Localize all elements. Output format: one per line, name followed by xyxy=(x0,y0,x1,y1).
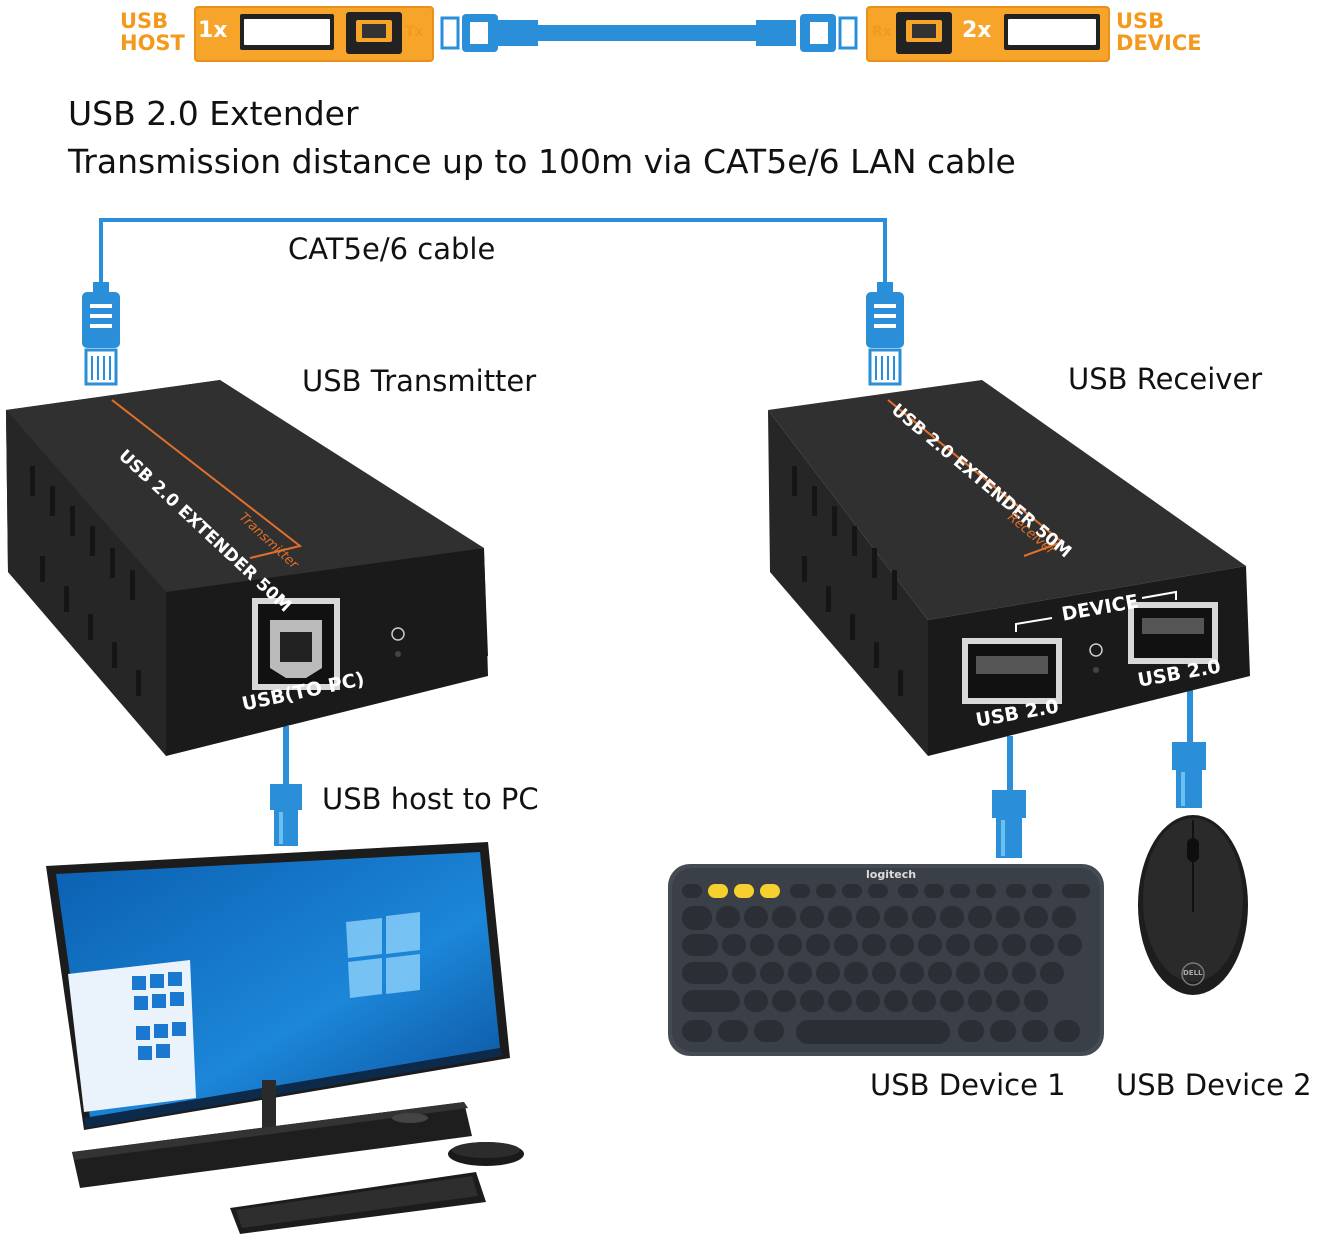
keyboard-key xyxy=(1054,1020,1080,1042)
rj45-plug-icon xyxy=(82,282,120,386)
mouse-brand: DELL xyxy=(1183,969,1203,977)
keyboard-key xyxy=(918,934,942,956)
keyboard-key xyxy=(984,962,1008,984)
keyboard-key xyxy=(682,906,712,928)
keyboard-key xyxy=(940,990,964,1012)
usb-host-cable xyxy=(270,726,302,846)
keyboard-key xyxy=(912,906,936,928)
keyboard-key xyxy=(722,934,746,956)
keyboard-key xyxy=(856,990,880,1012)
keyboard-key xyxy=(682,1020,712,1042)
keyboard-key xyxy=(844,962,868,984)
keyboard-brand: logitech xyxy=(866,868,917,881)
tx-count: 1x xyxy=(198,18,228,43)
receiver-box-illustration xyxy=(768,380,1250,756)
keyboard-key xyxy=(968,990,992,1012)
keyboard-key xyxy=(744,990,768,1012)
keyboard-key xyxy=(862,934,886,956)
keyboard-key xyxy=(682,962,728,984)
keyboard-key xyxy=(900,962,924,984)
keyboard-key xyxy=(940,906,964,928)
keyboard-key xyxy=(682,990,740,1012)
keyboard-key xyxy=(744,906,768,928)
keyboard-illustration xyxy=(668,864,1104,1056)
rj45-port-icon xyxy=(346,12,402,54)
keyboard-key xyxy=(1024,990,1048,1012)
keyboard-key xyxy=(772,990,796,1012)
heading-subtitle: Transmission distance up to 100m via CAT… xyxy=(68,142,1016,181)
usb-a-port-icon xyxy=(240,14,334,50)
mouse-illustration xyxy=(1138,815,1248,995)
host-to-pc-label: USB host to PC xyxy=(322,782,539,816)
heading-title: USB 2.0 Extender xyxy=(68,94,359,133)
keyboard-key xyxy=(890,934,914,956)
keyboard-key xyxy=(1040,962,1064,984)
keyboard-key xyxy=(828,906,852,928)
keyboard-key xyxy=(884,990,908,1012)
cable-label: CAT5e/6 cable xyxy=(288,232,496,266)
keyboard-key xyxy=(778,934,802,956)
keyboard-key xyxy=(872,962,896,984)
keyboard-key xyxy=(754,1020,784,1042)
keyboard-key xyxy=(732,962,756,984)
keyboard-key xyxy=(788,962,812,984)
keyboard-key xyxy=(1024,906,1048,928)
keyboard-key xyxy=(682,934,718,956)
keyboard-key xyxy=(800,906,824,928)
transmitter-box-illustration xyxy=(6,380,488,756)
keyboard-key xyxy=(800,990,824,1012)
keyboard-key xyxy=(974,934,998,956)
keyboard-key xyxy=(884,906,908,928)
keyboard-key xyxy=(1002,934,1026,956)
monitor-illustration xyxy=(46,842,524,1234)
keyboard-key xyxy=(1022,1020,1048,1042)
keyboard-key xyxy=(956,962,980,984)
keyboard-key xyxy=(1030,934,1054,956)
keyboard-key xyxy=(958,1020,984,1042)
keyboard-key xyxy=(760,962,784,984)
keyboard-key xyxy=(772,906,796,928)
usb-a-port-icon xyxy=(1004,14,1100,50)
keyboard-key xyxy=(990,1020,1016,1042)
rx-tag: Rx xyxy=(872,24,892,40)
keyboard-key xyxy=(750,934,774,956)
keyboard-key xyxy=(806,934,830,956)
keyboard-key xyxy=(912,990,936,1012)
keyboard-key xyxy=(996,990,1020,1012)
banner-cable-icon xyxy=(440,14,858,52)
transmitter-label: USB Transmitter xyxy=(302,364,537,398)
keyboard-key xyxy=(856,906,880,928)
keyboard-key xyxy=(1012,962,1036,984)
tx-tag: Tx xyxy=(405,24,424,40)
rj45-port-icon xyxy=(896,12,952,54)
rj45-plug-icon xyxy=(866,282,904,386)
keyboard-key xyxy=(946,934,970,956)
rx-count: 2x xyxy=(962,18,992,43)
keyboard-key xyxy=(928,962,952,984)
receiver-label: USB Receiver xyxy=(1068,362,1263,396)
keyboard-key xyxy=(834,934,858,956)
keyboard-key xyxy=(1052,906,1076,928)
keyboard-key xyxy=(816,962,840,984)
keyboard-key xyxy=(828,990,852,1012)
usb-host-label: USB HOST xyxy=(120,9,185,55)
device1-label: USB Device 1 xyxy=(870,1068,1066,1102)
usb-device-label: USB DEVICE xyxy=(1116,9,1202,55)
usb-device2-cable xyxy=(1172,690,1206,808)
device2-label: USB Device 2 xyxy=(1116,1068,1312,1102)
keyboard-key xyxy=(968,906,992,928)
usb-device1-cable xyxy=(992,736,1026,858)
keyboard-key xyxy=(718,1020,748,1042)
keyboard-key xyxy=(996,906,1020,928)
keyboard-key xyxy=(716,906,740,928)
keyboard-key xyxy=(1058,934,1082,956)
